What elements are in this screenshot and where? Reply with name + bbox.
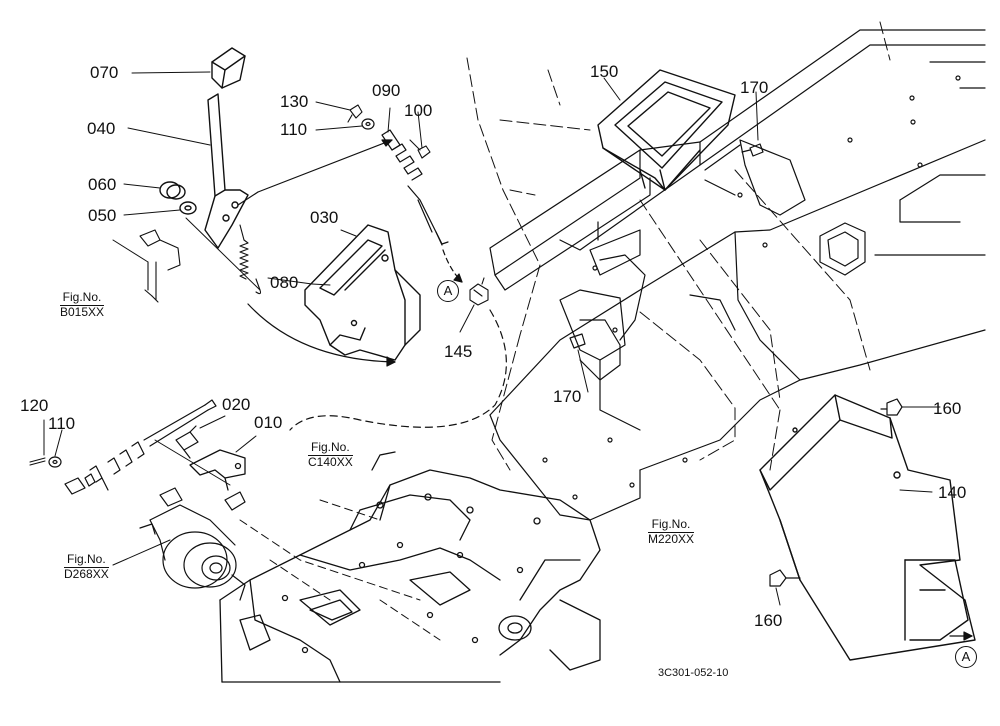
bolt-160-lower (769, 569, 801, 587)
frame-outline-dashed (466, 21, 891, 471)
knob-070 (211, 47, 246, 89)
bracket-030 (304, 224, 421, 361)
fig-ref-d268[interactable]: Fig.No. D268XX (64, 552, 109, 582)
part-label-110-upper: 110 (280, 120, 308, 139)
part-label-130: 130 (280, 92, 309, 111)
switch-b015 (139, 229, 181, 303)
fig-ref-c140-prefix: Fig.No. (311, 440, 350, 454)
fitting-020 (175, 425, 199, 459)
part-label-070: 070 (90, 63, 119, 82)
governor-d268 (139, 487, 246, 601)
part-label-080: 080 (270, 273, 299, 292)
part-label-160-upper: 160 (933, 399, 962, 418)
part-label-030: 030 (310, 208, 339, 227)
bolt-170-upper (741, 143, 764, 157)
fig-ref-d268-prefix: Fig.No. (67, 552, 106, 566)
assembly-arrows (237, 139, 973, 641)
washer-110-lower (48, 456, 62, 468)
fig-ref-d268-code: D268XX (64, 566, 109, 581)
drawing-number: 3C301-052-10 (658, 667, 729, 679)
clip-145 (469, 277, 489, 306)
connector-mark-a-lower: A (955, 646, 977, 668)
spring-080 (239, 224, 262, 295)
part-label-140: 140 (938, 483, 967, 502)
bolt-100 (409, 139, 431, 159)
leader-lines-lower (43, 415, 257, 566)
part-label-060: 060 (88, 175, 117, 194)
chassis-frame (489, 29, 986, 521)
fig-ref-b015[interactable]: Fig.No. B015XX (60, 290, 105, 320)
transmission-dashed (239, 499, 441, 641)
pin-130 (347, 104, 363, 123)
fig-ref-m220-prefix: Fig.No. (651, 517, 691, 531)
fig-ref-c140[interactable]: Fig.No. C140XX (308, 440, 353, 470)
leader-lines (112, 71, 941, 606)
part-label-050: 050 (88, 206, 117, 225)
fig-ref-m220[interactable]: Fig.No. M220XX (648, 517, 695, 547)
cable-020-lower (64, 399, 217, 495)
fig-ref-m220-code: M220XX (648, 531, 695, 546)
fig-ref-c140-code: C140XX (308, 454, 353, 469)
part-label-010: 010 (254, 413, 283, 432)
washer-050 (179, 201, 197, 215)
washer-110-upper (361, 118, 375, 130)
lever-040 (204, 93, 249, 249)
part-label-170-lower: 170 (553, 387, 582, 406)
part-label-170-upper: 170 (740, 78, 769, 97)
cable-090 (381, 129, 449, 246)
part-label-120: 120 (20, 396, 49, 415)
bracket-010 (189, 449, 246, 491)
part-label-160-lower: 160 (754, 611, 783, 630)
bolt-170-lower (569, 319, 621, 381)
cover-140 (759, 394, 976, 661)
part-label-100: 100 (404, 101, 433, 120)
washer-060 (159, 181, 186, 200)
pin-120 (29, 457, 46, 466)
part-label-150: 150 (590, 62, 619, 81)
part-label-090: 090 (372, 81, 401, 100)
part-label-040: 040 (87, 119, 116, 138)
bracket-upper (704, 139, 806, 216)
connector-mark-a-upper: A (437, 280, 459, 302)
bolt-160-upper (880, 398, 903, 416)
fig-ref-b015-code: B015XX (60, 304, 105, 319)
part-label-020: 020 (222, 395, 251, 414)
fig-ref-b015-prefix: Fig.No. (62, 290, 102, 304)
part-label-145: 145 (444, 342, 473, 361)
tray-150 (597, 69, 736, 191)
transmission-case (219, 451, 601, 683)
part-label-110-lower: 110 (48, 414, 76, 433)
